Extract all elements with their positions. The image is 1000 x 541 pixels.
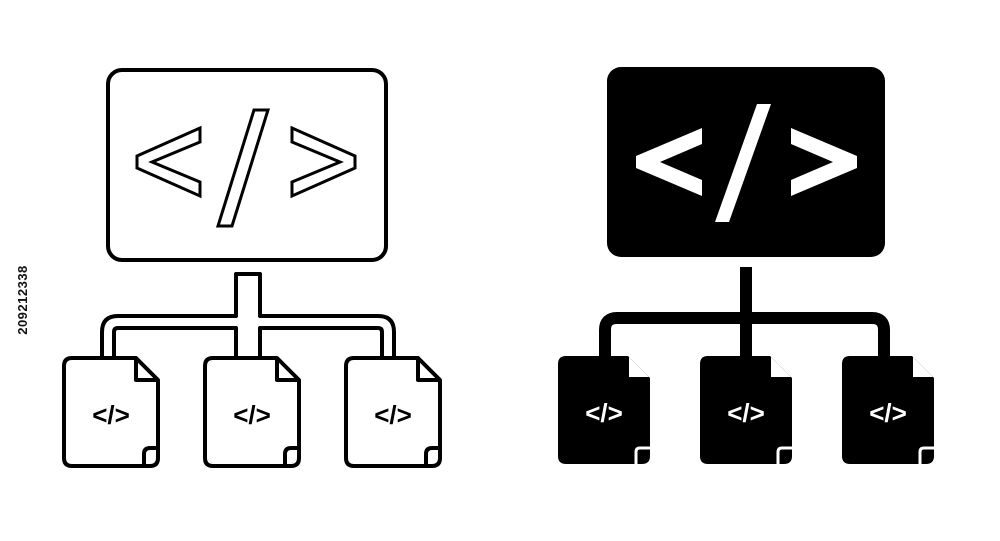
outline-file-icon: </> — [62, 356, 160, 468]
outline-file-code-glyph: </> — [233, 400, 271, 430]
outline-file-icon: </> — [344, 356, 442, 468]
stock-id-text: 209212338 — [14, 265, 30, 335]
outline-connector — [100, 272, 396, 360]
outline-file-code-glyph: </> — [92, 400, 130, 430]
filled-file-icon: </> — [558, 356, 650, 464]
filled-code-glyph-icon — [636, 104, 857, 222]
stock-id-label: 209212338 — [12, 265, 32, 335]
filled-file-icon: </> — [700, 356, 792, 464]
filled-file-code-glyph: </> — [727, 398, 765, 428]
filled-file-code-glyph: </> — [585, 398, 623, 428]
filled-connector — [599, 267, 890, 356]
outline-file-icon: </> — [203, 356, 301, 468]
filled-file-icon: </> — [842, 356, 934, 464]
code-hierarchy-outline-icon: </> </> </> — [62, 68, 442, 468]
code-hierarchy-filled-icon: </> </> </> — [558, 67, 934, 464]
outline-code-glyph-icon — [135, 108, 357, 228]
outline-file-code-glyph: </> — [374, 400, 412, 430]
filled-file-code-glyph: </> — [869, 398, 907, 428]
